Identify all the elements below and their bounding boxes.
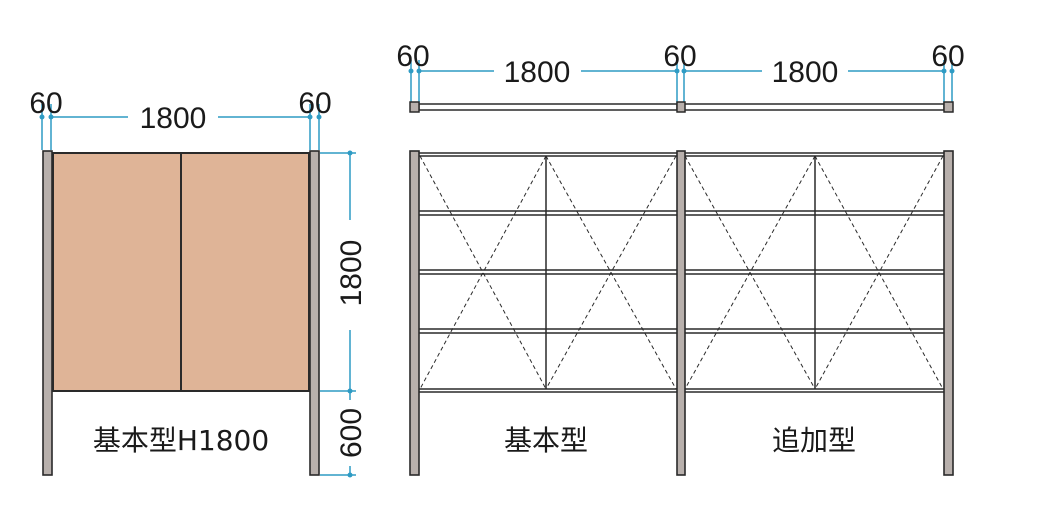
left-top-dimension-dots — [39, 114, 322, 120]
left-dim-panel-height: 1800 — [335, 240, 368, 307]
right-dim-post-right: 60 — [931, 40, 964, 73]
right-top-dimension — [410, 60, 953, 105]
left-dim-post-right: 60 — [298, 87, 331, 120]
caption-additional: 追加型 — [772, 424, 856, 457]
left-dim-panel-width: 1800 — [140, 102, 207, 135]
right-elevation-view: 60 1800 60 1800 60 — [396, 40, 965, 476]
right-dim-span-2: 1800 — [772, 56, 839, 89]
right-top-dimension-dots — [408, 68, 955, 74]
left-elevation-view: 60 1800 60 1800 600 基本型H1800 — [29, 87, 368, 478]
right-dim-post-left: 60 — [396, 40, 429, 73]
right-post-left — [409, 150, 420, 476]
plan-view-rail — [409, 101, 954, 113]
right-post-right — [943, 150, 954, 476]
left-caption: 基本型H1800 — [93, 424, 269, 457]
left-dim-post-left: 60 — [29, 87, 62, 120]
right-dim-span-1: 1800 — [504, 56, 571, 89]
right-dim-post-mid: 60 — [663, 40, 696, 73]
caption-basic: 基本型 — [504, 424, 588, 457]
left-dim-base-height: 600 — [335, 408, 368, 458]
dashed-diagonals — [419, 155, 944, 390]
left-top-dimension — [41, 104, 320, 150]
left-vertical-dimension-dots — [347, 150, 353, 478]
left-post-right — [309, 150, 320, 476]
right-post-middle — [676, 150, 686, 476]
left-post-left — [42, 150, 53, 476]
